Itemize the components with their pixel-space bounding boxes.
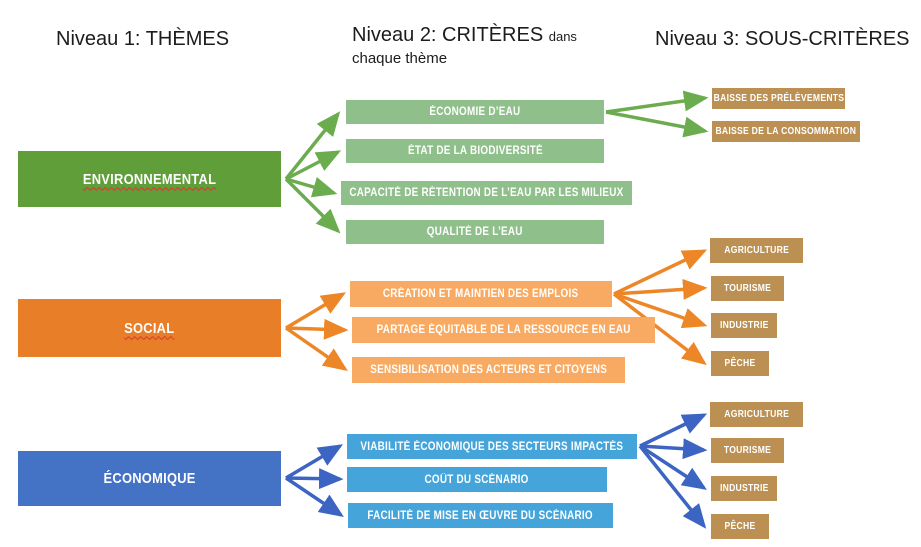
criterion-facilite-mise-en-oeuvre: FACILITÉ DE MISE EN ŒUVRE DU SCÉNARIO bbox=[348, 503, 613, 528]
sous-critere-baisse-prelevements: BAISSE DES PRÉLÈVEMENTS bbox=[712, 88, 845, 109]
arrow-economie-eau-to-prelevements bbox=[605, 90, 709, 114]
arrow-eco-to-criterion-3 bbox=[285, 476, 344, 517]
theme-label-environnemental: ENVIRONNEMENTAL bbox=[82, 170, 217, 188]
criterion-label: SENSIBILISATION DES ACTEURS ET CITOYENS bbox=[370, 364, 607, 376]
sous-critere-emplois-industrie: INDUSTRIE bbox=[711, 313, 777, 338]
theme-label-social: SOCIAL bbox=[124, 319, 175, 337]
sous-critere-viabilite-tourisme: TOURISME bbox=[711, 438, 784, 463]
arrow-eco-to-criterion-1 bbox=[285, 444, 344, 480]
level2-header-line1: Niveau 2: CRITÈRES dans bbox=[352, 24, 577, 47]
sous-critere-emplois-tourisme: TOURISME bbox=[711, 276, 784, 301]
sous-critere-viabilite-agriculture: AGRICULTURE bbox=[710, 402, 803, 427]
sous-critere-label: TOURISME bbox=[723, 445, 772, 456]
criterion-label: CRÉATION ET MAINTIEN DES EMPLOIS bbox=[383, 288, 579, 300]
arrow-env-to-criterion-3 bbox=[285, 177, 338, 198]
criterion-label: QUALITÉ DE L’EAU bbox=[427, 226, 523, 238]
sous-critere-label: BAISSE DE LA CONSOMMATION bbox=[715, 126, 857, 137]
sous-critere-label: PÊCHE bbox=[724, 358, 756, 369]
theme-label-economique: ÉCONOMIQUE bbox=[103, 470, 196, 487]
arrow-eco-to-criterion-2 bbox=[285, 468, 344, 490]
arrow-social-to-criterion-3 bbox=[285, 326, 348, 371]
level2-header-line2: chaque thème bbox=[352, 50, 448, 67]
arrow-env-to-criterion-2 bbox=[285, 150, 342, 181]
arrow-viabilite-to-peche bbox=[638, 444, 707, 529]
column-header-level3: Niveau 3: SOUS-CRITÈRES bbox=[655, 28, 910, 50]
criterion-cout-scenario: COÛT DU SCÉNARIO bbox=[347, 467, 607, 492]
arrow-social-to-criterion-1 bbox=[285, 292, 347, 330]
sous-critere-viabilite-peche: PÊCHE bbox=[711, 514, 769, 539]
arrow-emplois-to-agriculture bbox=[613, 249, 708, 296]
criterion-label: ÉCONOMIE D’EAU bbox=[429, 106, 521, 118]
criterion-creation-emplois: CRÉATION ET MAINTIEN DES EMPLOIS bbox=[350, 281, 612, 307]
sous-critere-label: PÊCHE bbox=[724, 521, 756, 532]
sous-critere-label: AGRICULTURE bbox=[724, 409, 789, 420]
sous-critere-label: INDUSTRIE bbox=[719, 320, 769, 331]
criterion-label: PARTAGE ÉQUITABLE DE LA RESSOURCE EN EAU bbox=[376, 324, 631, 336]
level2-header-suffix: dans bbox=[548, 29, 577, 44]
arrow-viabilite-to-agriculture bbox=[639, 413, 708, 448]
arrow-social-to-criterion-2 bbox=[285, 318, 349, 340]
sous-critere-label: INDUSTRIE bbox=[719, 483, 769, 494]
criterion-qualite-eau: QUALITÉ DE L’EAU bbox=[346, 220, 604, 244]
sous-critere-label: AGRICULTURE bbox=[724, 245, 789, 256]
theme-box-economique: ÉCONOMIQUE bbox=[18, 451, 281, 506]
arrow-env-to-criterion-1 bbox=[284, 111, 341, 181]
sous-critere-emplois-peche: PÊCHE bbox=[711, 351, 769, 376]
criterion-economie-eau: ÉCONOMIE D’EAU bbox=[346, 100, 604, 124]
criterion-label: CAPACITÉ DE RÉTENTION DE L’EAU PAR LES M… bbox=[349, 187, 624, 199]
criterion-label: VIABILITÉ ÉCONOMIQUE DES SECTEURS IMPACT… bbox=[360, 440, 624, 453]
criterion-label: FACILITÉ DE MISE EN ŒUVRE DU SCÉNARIO bbox=[367, 509, 594, 522]
arrow-viabilite-to-industrie bbox=[639, 444, 707, 490]
sous-critere-viabilite-industrie: INDUSTRIE bbox=[711, 476, 777, 501]
column-header-level2: Niveau 2: CRITÈRES dans chaque thème bbox=[352, 24, 577, 67]
theme-box-social: SOCIAL bbox=[18, 299, 281, 357]
sous-critere-label: TOURISME bbox=[723, 283, 772, 294]
criterion-partage-equitable: PARTAGE ÉQUITABLE DE LA RESSOURCE EN EAU bbox=[352, 317, 655, 343]
criterion-label: ÉTAT DE LA BIODIVERSITÉ bbox=[407, 145, 543, 157]
criterion-label: COÛT DU SCÉNARIO bbox=[424, 473, 530, 486]
column-header-level1: Niveau 1: THÈMES bbox=[56, 28, 230, 50]
sous-critere-baisse-consommation: BAISSE DE LA CONSOMMATION bbox=[712, 121, 860, 142]
arrow-economie-eau-to-consommation bbox=[605, 110, 709, 138]
criterion-viabilite-economique: VIABILITÉ ÉCONOMIQUE DES SECTEURS IMPACT… bbox=[347, 434, 637, 459]
criterion-sensibilisation: SENSIBILISATION DES ACTEURS ET CITOYENS bbox=[352, 357, 625, 383]
theme-box-environnemental: ENVIRONNEMENTAL bbox=[18, 151, 281, 207]
sous-critere-emplois-agriculture: AGRICULTURE bbox=[710, 238, 803, 263]
level2-header-title: Niveau 2: CRITÈRES bbox=[352, 24, 544, 46]
arrow-env-to-criterion-4 bbox=[284, 177, 341, 234]
arrow-viabilite-to-tourisme bbox=[639, 438, 708, 460]
sous-critere-label: BAISSE DES PRÉLÈVEMENTS bbox=[713, 93, 844, 104]
arrow-emplois-to-tourisme bbox=[613, 278, 708, 300]
criterion-capacite-retention: CAPACITÉ DE RÉTENTION DE L’EAU PAR LES M… bbox=[341, 181, 632, 205]
criterion-etat-biodiversite: ÉTAT DE LA BIODIVERSITÉ bbox=[346, 139, 604, 163]
